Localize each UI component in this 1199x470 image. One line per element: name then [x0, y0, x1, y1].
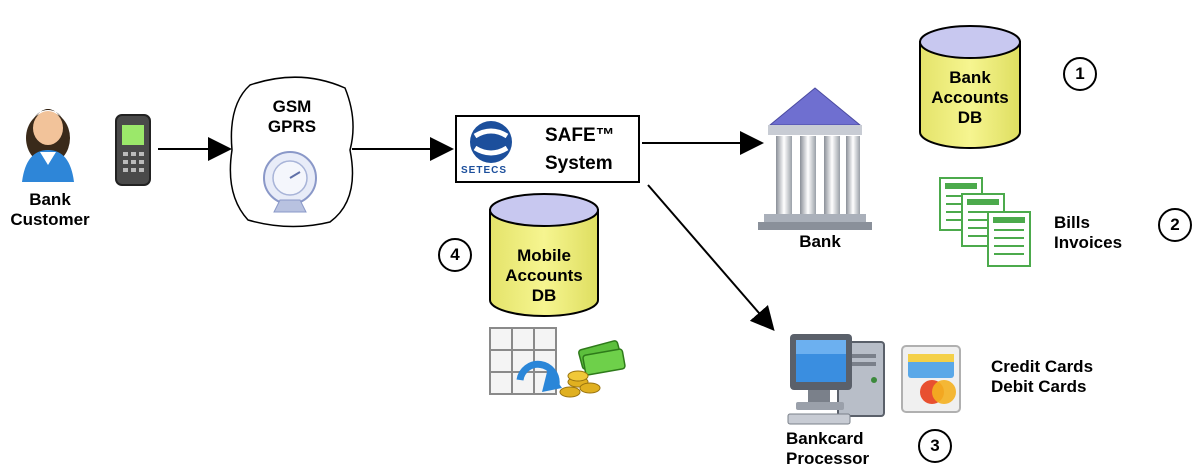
- grid-refresh-icon: [489, 327, 562, 395]
- satellite-dish-icon: [263, 151, 317, 213]
- safe-system-box: SETECS SAFE™ System: [455, 115, 640, 183]
- safe-title: SAFE™: [545, 125, 615, 146]
- step-number-1: 1: [1063, 57, 1097, 91]
- credit-card-icon: [901, 345, 961, 413]
- setecs-logo-icon: [470, 121, 512, 163]
- step-number-4: 4: [438, 238, 472, 272]
- safe-subtitle: System: [545, 153, 613, 174]
- arrow-safe-to-processor: [647, 184, 775, 332]
- bank-building-icon: [758, 87, 872, 230]
- computer-icon: [787, 334, 885, 425]
- bills-invoices-label: Bills Invoices: [1054, 213, 1123, 252]
- person-icon: [22, 109, 74, 182]
- document-stack-icon: [939, 177, 1031, 267]
- step-number-2: 2: [1158, 208, 1192, 242]
- credit-debit-cards-label: Credit Cards Debit Cards: [991, 357, 1094, 396]
- database-icon: [919, 25, 1021, 149]
- setecs-logo-text: SETECS: [461, 165, 508, 176]
- bank-customer-label: Bank Customer: [10, 190, 90, 229]
- bankcard-processor-label: Bankcard Processor: [786, 429, 870, 468]
- mobile-phone-icon: [115, 114, 151, 186]
- bank-label: Bank: [799, 232, 841, 251]
- money-icon: [559, 340, 626, 398]
- database-icon: [489, 193, 599, 317]
- gsm-gprs-label: GSM GPRS: [267, 97, 317, 136]
- bank-accounts-db-label: Bank Accounts DB: [931, 68, 1009, 127]
- mobile-accounts-db-label: Mobile Accounts DB: [505, 246, 583, 305]
- step-number-3: 3: [918, 429, 952, 463]
